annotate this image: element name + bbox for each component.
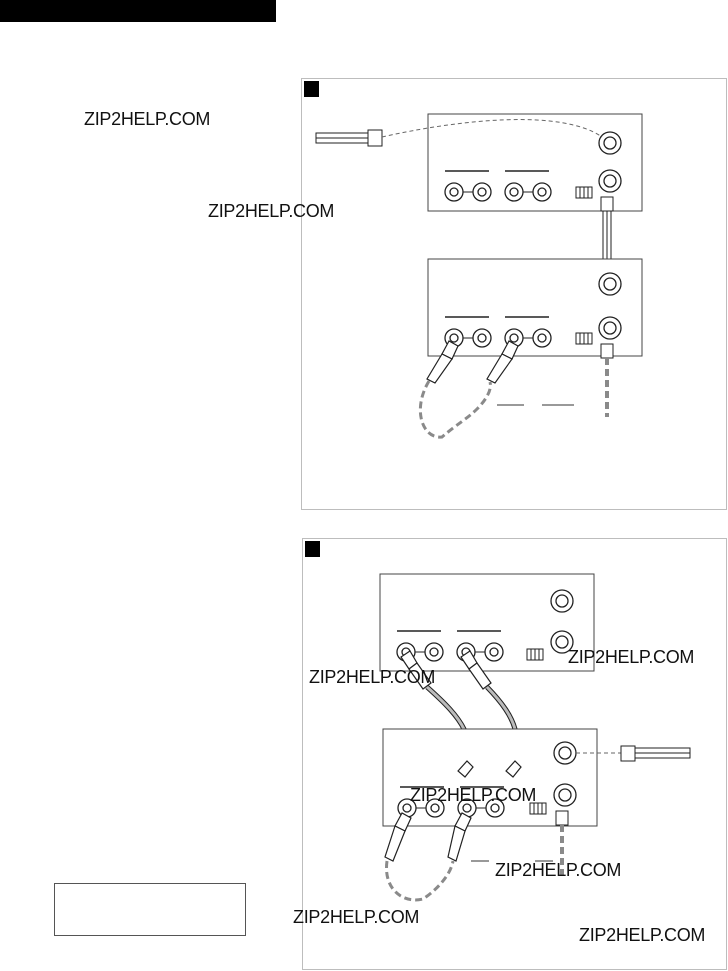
coax-plug — [555, 810, 569, 826]
f-connector — [620, 745, 636, 762]
watermark-text: ZIP2HELP.COM — [208, 201, 335, 221]
audio-cable-dashed — [385, 860, 455, 902]
watermark-text: ZIP2HELP.COM — [84, 109, 211, 129]
connection-diagram-a — [315, 113, 643, 439]
panel-a-marker — [304, 81, 319, 97]
coax-plug — [600, 343, 614, 359]
watermark-text: ZIP2HELP.COM — [309, 667, 436, 687]
coax-plug — [600, 196, 614, 212]
diagram-panel-b — [302, 538, 727, 970]
watermark-text: ZIP2HELP.COM — [579, 925, 706, 945]
watermark-text: ZIP2HELP.COM — [410, 785, 537, 805]
rca-plug-body — [408, 662, 432, 690]
watermark-text: ZIP2HELP.COM — [568, 647, 695, 667]
antenna-lead-dashed — [381, 119, 603, 138]
note-box — [54, 883, 246, 936]
rca-plug-body — [426, 353, 453, 384]
panel-b-marker — [305, 541, 320, 557]
connection-diagram-b — [379, 573, 691, 902]
f-connector — [367, 129, 383, 147]
diagram-panel-a — [301, 78, 727, 510]
rca-plug — [505, 760, 522, 778]
header-bar — [0, 0, 276, 22]
rca-plug-body — [447, 825, 466, 862]
rca-plug-body — [384, 825, 406, 862]
rca-plug — [457, 760, 474, 778]
rca-plug-body — [468, 662, 492, 690]
watermark-text: ZIP2HELP.COM — [293, 907, 420, 927]
watermark-text: ZIP2HELP.COM — [495, 860, 622, 880]
rca-plug-body — [486, 353, 513, 384]
audio-cable-dashed — [418, 380, 492, 439]
